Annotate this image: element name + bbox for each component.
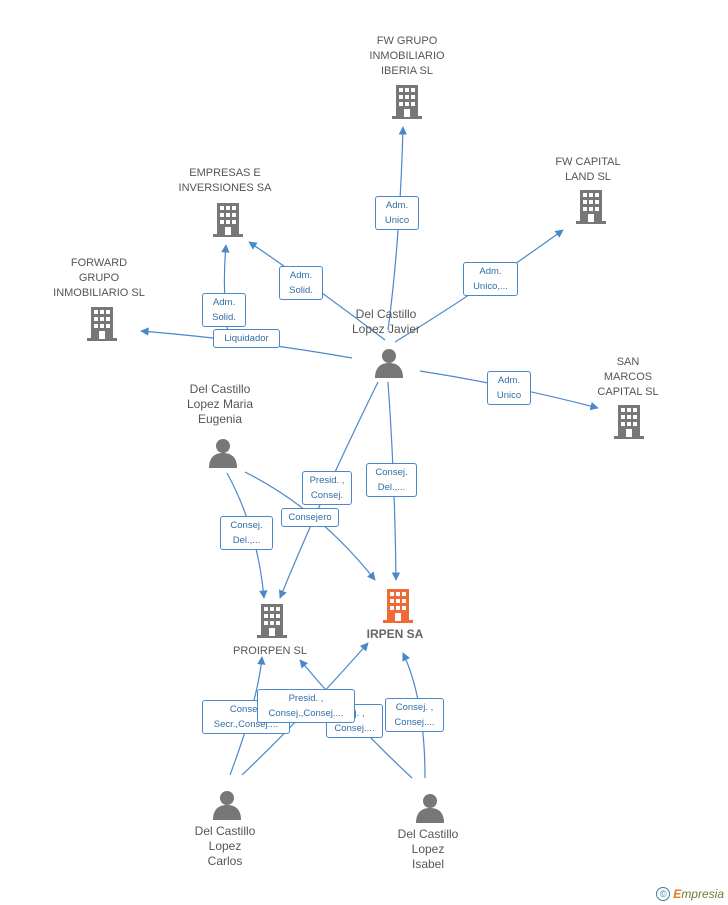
building-icon bbox=[213, 203, 243, 237]
person-icon bbox=[213, 791, 241, 820]
node-label-fw-capital[interactable]: FW CAPITAL LAND SL bbox=[555, 156, 621, 183]
person-icon bbox=[416, 794, 444, 823]
node-label-javier[interactable]: Del Castillo Lopez Javier bbox=[351, 307, 421, 336]
footer-brand: © Empresia bbox=[656, 887, 724, 901]
edge-label[interactable]: Presid. , Consej.,Consej.... bbox=[257, 689, 355, 723]
edge-label[interactable]: Adm. Unico bbox=[375, 196, 419, 230]
edge-label[interactable]: Adm. Unico,... bbox=[463, 262, 518, 296]
node-label-irpen[interactable]: IRPEN SA bbox=[366, 627, 424, 641]
building-icon bbox=[257, 604, 287, 638]
node-label-proirpen[interactable]: PROIRPEN SL bbox=[233, 645, 307, 657]
building-icon bbox=[87, 307, 117, 341]
edge-label[interactable]: Consejero bbox=[281, 508, 339, 527]
edge-label[interactable]: Adm. Unico bbox=[487, 371, 531, 405]
edge-javier-fw-grupo bbox=[387, 126, 407, 331]
person-icon bbox=[209, 439, 237, 468]
edge-label[interactable]: Adm. Solid. bbox=[202, 293, 246, 327]
edges bbox=[140, 126, 599, 779]
person-icon bbox=[375, 349, 403, 378]
node-label-forward[interactable]: FORWARD GRUPO INMOBILIARIO SL bbox=[53, 257, 145, 299]
building-icon bbox=[614, 405, 644, 439]
node-label-san-marcos[interactable]: SAN MARCOS CAPITAL SL bbox=[597, 356, 659, 398]
brand-logo: Empresia bbox=[673, 887, 724, 901]
edge-label[interactable]: Liquidador bbox=[213, 329, 280, 348]
node-label-empresas[interactable]: EMPRESAS E INVERSIONES SA bbox=[178, 167, 272, 194]
edge-label[interactable]: Consej. Del.,... bbox=[366, 463, 417, 497]
edge-label[interactable]: Adm. Solid. bbox=[279, 266, 323, 300]
node-label-fw-grupo[interactable]: FW GRUPO INMOBILIARIO IBERIA SL bbox=[369, 35, 445, 77]
edge-label[interactable]: Consej. Del.,... bbox=[220, 516, 273, 550]
copyright-icon: © bbox=[656, 887, 671, 901]
building-icon bbox=[383, 589, 413, 623]
edge-label[interactable]: Presid. , Consej. bbox=[302, 471, 352, 505]
node-label-isabel[interactable]: Del Castillo Lopez Isabel bbox=[397, 827, 459, 871]
node-label-maria[interactable]: Del Castillo Lopez Maria Eugenia bbox=[186, 382, 254, 426]
brand-rest: mpresia bbox=[681, 887, 724, 901]
brand-initial: E bbox=[673, 887, 682, 901]
building-icon bbox=[392, 85, 422, 119]
edge-label[interactable]: Consej. , Consej.... bbox=[385, 698, 444, 732]
node-label-carlos[interactable]: Del Castillo Lopez Carlos bbox=[194, 824, 256, 868]
building-icon bbox=[576, 190, 606, 224]
